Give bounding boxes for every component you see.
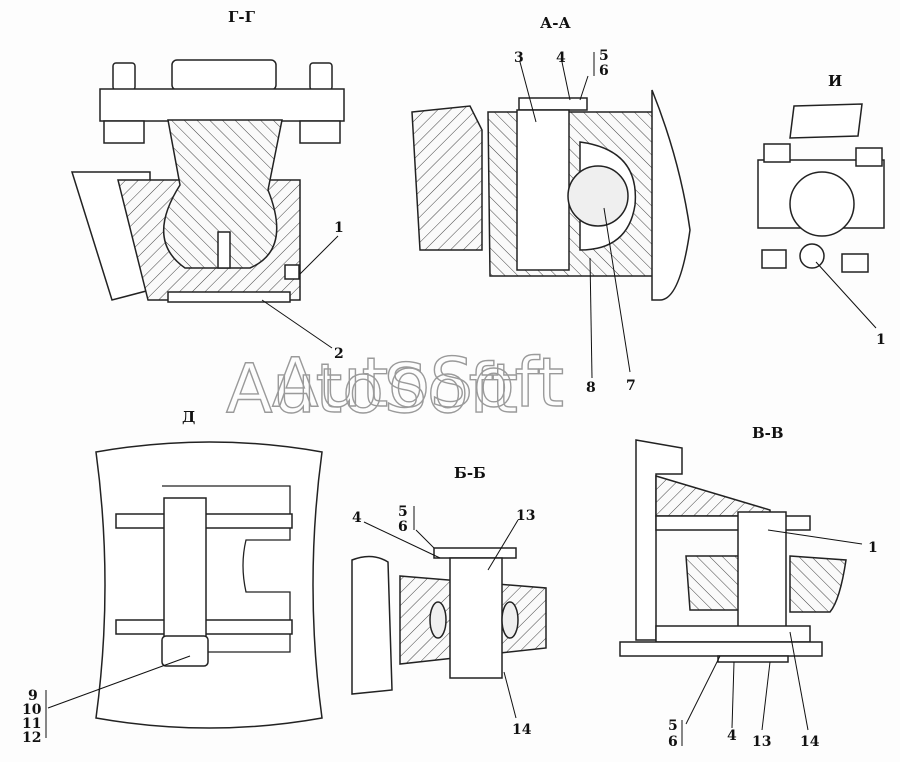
callout-aa-3: 3	[514, 50, 524, 66]
title-vv: В-В	[752, 424, 784, 442]
callout-aa-7: 7	[626, 378, 636, 394]
watermark: AutoSoft	[272, 344, 564, 423]
aa-left-block	[411, 105, 483, 251]
bb-left-plate	[351, 555, 393, 695]
gg-nut-left	[103, 120, 145, 144]
vv-lower-plate	[655, 625, 811, 643]
aa-lead-56b	[579, 75, 589, 101]
i-nut-bl	[761, 249, 787, 269]
aa-cap	[518, 97, 588, 111]
title-i: И	[828, 72, 842, 90]
gg-ball-joint	[162, 119, 283, 269]
callout-bb-5: 5	[398, 504, 408, 520]
aa-lead-3	[519, 61, 537, 123]
vv-base	[619, 641, 823, 657]
callout-d-11: 11	[22, 716, 41, 732]
i-lead-1	[815, 261, 877, 329]
gg-top-cap	[171, 59, 277, 91]
view-d	[45, 441, 323, 738]
watermark-shadow: AutoSoft	[226, 350, 518, 429]
callout-bb-14: 14	[512, 722, 532, 738]
gg-top-plate	[99, 88, 345, 122]
vv-lead-1	[767, 529, 863, 545]
d-outline	[95, 441, 323, 729]
d-nut	[161, 635, 209, 667]
title-bb: Б-Б	[454, 464, 486, 482]
vv-washer	[717, 655, 789, 663]
gg-nut-right	[299, 120, 341, 144]
vv-lead-14	[789, 631, 809, 731]
callout-gg-2: 2	[334, 346, 344, 362]
d-inner-contour	[162, 485, 291, 653]
view-i	[757, 103, 885, 329]
view-gg	[70, 59, 345, 349]
callout-d-12: 12	[22, 730, 41, 746]
i-rod	[789, 103, 863, 139]
gg-lead-1	[299, 235, 339, 275]
callout-vv-4: 4	[727, 728, 737, 744]
aa-lead-8	[589, 257, 593, 379]
title-d: Д	[182, 408, 195, 426]
aa-lead-7	[603, 207, 631, 373]
vv-right-block	[789, 555, 847, 613]
i-bore	[789, 171, 855, 237]
callout-bb-13: 13	[516, 508, 535, 524]
i-nut-tr	[855, 147, 883, 167]
callout-bb-4: 4	[352, 510, 362, 526]
gg-lead-2	[261, 299, 333, 349]
d-lead-9-12	[47, 655, 191, 709]
bb-bearing-left	[429, 601, 447, 639]
callout-vv-13: 13	[752, 734, 771, 750]
callout-aa-8: 8	[586, 380, 596, 396]
aa-side-plate	[651, 89, 691, 301]
vv-lead-13	[761, 661, 771, 731]
aa-lead-4	[561, 61, 571, 101]
callout-i-1: 1	[876, 332, 886, 348]
title-aa: А-А	[540, 14, 571, 32]
callout-gg-1: 1	[334, 220, 344, 236]
aa-shaft	[516, 109, 570, 271]
vv-pin	[737, 511, 787, 643]
bb-lead-13	[487, 519, 519, 571]
callout-vv-1: 1	[868, 540, 878, 556]
gg-bolt-right	[309, 62, 333, 91]
vv-upper-plate	[655, 515, 811, 531]
d-pin	[163, 497, 207, 639]
title-gg: Г-Г	[228, 8, 256, 26]
callout-bb-6: 6	[398, 519, 408, 535]
view-bb	[351, 506, 547, 719]
callout-vv-5: 5	[668, 718, 678, 734]
gg-pin	[217, 231, 231, 269]
callout-vv-14: 14	[800, 734, 820, 750]
i-fitting	[799, 243, 825, 269]
callout-d-9: 9	[28, 688, 38, 704]
bb-bearing-right	[501, 601, 519, 639]
bb-lead-4	[363, 521, 441, 559]
callout-aa-5: 5	[599, 48, 609, 64]
view-aa	[411, 52, 691, 379]
view-vv	[619, 439, 863, 746]
vv-upper-arm	[655, 474, 771, 517]
i-nut-tl	[763, 143, 791, 163]
bb-lead-56	[415, 529, 435, 549]
vv-lead-56	[685, 655, 721, 725]
gg-shim	[167, 291, 291, 303]
gg-bolt-left	[112, 62, 136, 91]
callout-aa-6: 6	[599, 63, 609, 79]
gg-grease-fitting	[284, 264, 300, 280]
aa-ball	[567, 165, 629, 227]
i-nut-br	[841, 253, 869, 273]
vv-left-block	[685, 555, 743, 611]
callout-aa-4: 4	[556, 50, 566, 66]
bb-lead-14	[503, 671, 517, 719]
callout-vv-6: 6	[668, 734, 678, 750]
bb-shaft	[449, 557, 503, 679]
callout-d-10: 10	[22, 702, 42, 718]
vv-lead-4	[731, 661, 735, 729]
bb-cap	[433, 547, 517, 559]
vv-frame	[635, 439, 683, 641]
